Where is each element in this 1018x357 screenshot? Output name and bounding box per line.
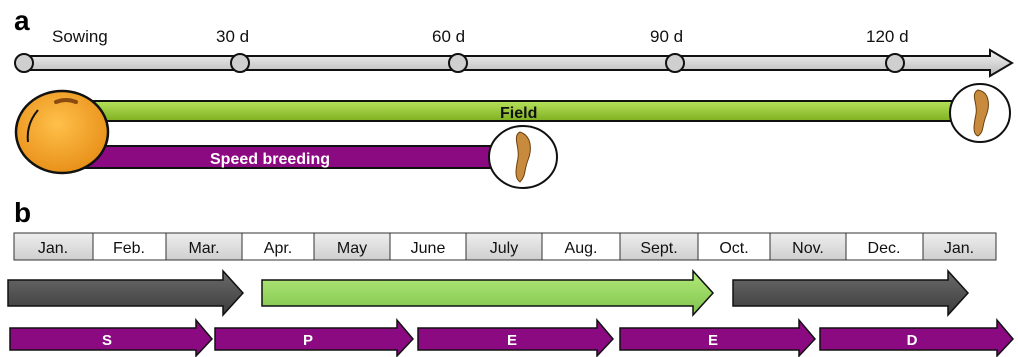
month-label-10: Nov. bbox=[792, 240, 824, 257]
month-cell-4 bbox=[313, 232, 391, 261]
stage-label-4: D bbox=[907, 332, 918, 349]
season-arrow-winter-1 bbox=[7, 269, 245, 317]
months-row: Jan. Feb. Mar. Apr. May June July Aug. S… bbox=[13, 232, 997, 261]
stage-arrow-2 bbox=[417, 317, 615, 357]
timeline-node-30d bbox=[230, 53, 250, 73]
stage-arrow-1 bbox=[214, 317, 415, 357]
month-cell-6 bbox=[465, 232, 543, 261]
timeline-label-90d: 90 d bbox=[650, 27, 683, 46]
panel-b-letter: b bbox=[14, 197, 31, 228]
seed-icon bbox=[14, 89, 110, 175]
timeline-node-120d bbox=[885, 53, 905, 73]
season-arrow-winter-2 bbox=[732, 269, 970, 317]
month-cell-9 bbox=[697, 232, 771, 261]
stage-label-3: E bbox=[708, 332, 718, 349]
stage-label-2: E bbox=[507, 332, 517, 349]
month-cell-12 bbox=[922, 232, 997, 261]
month-label-4: May bbox=[337, 240, 367, 257]
month-label-0: Jan. bbox=[38, 240, 68, 257]
timeline-node-90d bbox=[665, 53, 685, 73]
month-label-8: Sept. bbox=[640, 240, 677, 257]
timeline-label-60d: 60 d bbox=[432, 27, 465, 46]
stage-arrow-4 bbox=[819, 317, 1015, 357]
month-cell-8 bbox=[619, 232, 699, 261]
month-label-9: Oct. bbox=[719, 240, 748, 257]
month-label-5: June bbox=[411, 240, 446, 257]
month-label-12: Jan. bbox=[944, 240, 974, 257]
month-cell-10 bbox=[769, 232, 847, 261]
field-pod-icon bbox=[949, 83, 1011, 143]
month-label-1: Feb. bbox=[113, 240, 145, 257]
timeline-label-120d: 120 d bbox=[866, 27, 909, 46]
stage-arrow-3 bbox=[619, 317, 817, 357]
season-arrows bbox=[7, 269, 970, 317]
month-label-7: Aug. bbox=[565, 240, 598, 257]
timeline-node-sowing bbox=[14, 53, 34, 73]
stage-label-0: S bbox=[102, 332, 112, 349]
month-cell-5 bbox=[389, 232, 467, 261]
field-label: Field bbox=[500, 105, 537, 122]
month-label-3: Apr. bbox=[264, 240, 292, 257]
panel-a-letter: a bbox=[14, 5, 30, 36]
season-arrow-field bbox=[261, 269, 715, 317]
month-cell-2 bbox=[165, 232, 243, 261]
month-cell-1 bbox=[92, 232, 167, 261]
month-cell-3 bbox=[241, 232, 315, 261]
timeline-node-60d bbox=[448, 53, 468, 73]
panel-a: a Sowing 30 d 60 d 90 d 120 d Field Spee… bbox=[14, 5, 1014, 189]
month-cell-0 bbox=[13, 232, 94, 261]
month-label-2: Mar. bbox=[188, 240, 219, 257]
speed-breeding-pod-icon bbox=[488, 125, 558, 189]
panel-b: b Jan. Feb. Mar. Apr. May June July Aug.… bbox=[7, 197, 1015, 357]
timeline: Sowing 30 d 60 d 90 d 120 d bbox=[14, 27, 1014, 78]
month-label-6: July bbox=[490, 240, 518, 257]
timeline-arrow bbox=[19, 48, 1014, 78]
month-label-11: Dec. bbox=[868, 240, 901, 257]
timeline-label-30d: 30 d bbox=[216, 27, 249, 46]
stage-arrow-0 bbox=[9, 317, 214, 357]
speed-breeding-label: Speed breeding bbox=[210, 151, 330, 168]
stage-arrows: S P E E D bbox=[9, 317, 1015, 357]
stage-label-1: P bbox=[303, 332, 313, 349]
timeline-label-sowing: Sowing bbox=[52, 27, 108, 46]
